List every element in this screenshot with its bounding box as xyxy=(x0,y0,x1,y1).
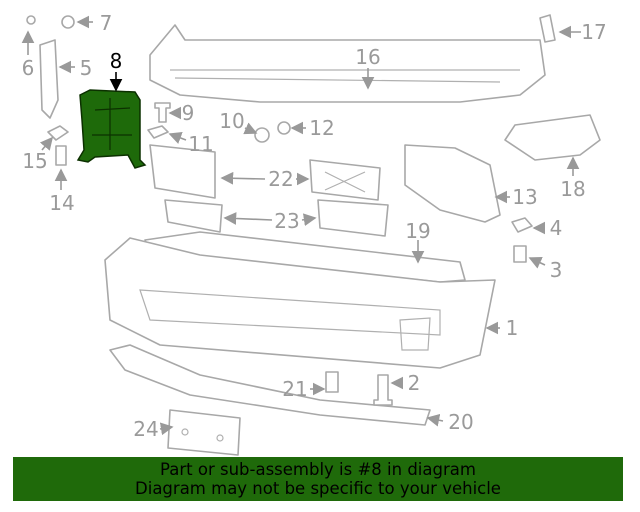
part-1-bumper[interactable] xyxy=(104,237,496,369)
part-3[interactable] xyxy=(513,245,527,263)
callout-18[interactable]: 18 xyxy=(560,177,585,201)
callout-7[interactable]: 7 xyxy=(100,11,113,35)
leader-arrows xyxy=(21,15,581,436)
part-24-plate-bracket[interactable] xyxy=(167,409,241,456)
part-17[interactable] xyxy=(539,14,556,43)
part-18[interactable] xyxy=(504,114,601,161)
part-7[interactable] xyxy=(61,15,75,29)
callout-13[interactable]: 13 xyxy=(512,185,537,209)
callout-10[interactable]: 10 xyxy=(219,109,244,133)
part-10[interactable] xyxy=(254,127,270,143)
callout-21[interactable]: 21 xyxy=(282,377,307,401)
callout-11[interactable]: 11 xyxy=(188,132,213,156)
part-8-bracket-highlighted[interactable] xyxy=(76,89,147,169)
part-23-left[interactable] xyxy=(164,199,223,233)
callout-14[interactable]: 14 xyxy=(49,191,74,215)
part-11[interactable] xyxy=(147,125,169,139)
callout-3[interactable]: 3 xyxy=(550,258,563,282)
part-22-left[interactable] xyxy=(149,144,216,199)
part-21[interactable] xyxy=(325,371,339,393)
banner-line-disclaimer: Diagram may not be specific to your vehi… xyxy=(135,479,501,498)
callout-2[interactable]: 2 xyxy=(408,371,421,395)
part-9[interactable] xyxy=(154,102,171,123)
callout-4[interactable]: 4 xyxy=(550,216,563,240)
callout-6[interactable]: 6 xyxy=(22,56,35,80)
callout-24[interactable]: 24 xyxy=(133,417,158,441)
callout-19[interactable]: 19 xyxy=(405,219,430,243)
part-15[interactable] xyxy=(47,125,69,141)
part-12[interactable] xyxy=(277,121,291,135)
callout-16[interactable]: 16 xyxy=(355,45,380,69)
callout-5[interactable]: 5 xyxy=(80,56,93,80)
part-4[interactable] xyxy=(511,217,533,233)
part-5[interactable] xyxy=(39,39,59,119)
callout-9[interactable]: 9 xyxy=(182,101,195,125)
callout-17[interactable]: 17 xyxy=(581,20,606,44)
part-16-upper-cover[interactable] xyxy=(149,24,546,103)
part-22-right[interactable] xyxy=(309,159,381,201)
part-14[interactable] xyxy=(55,145,67,166)
callout-12[interactable]: 12 xyxy=(309,116,334,140)
callout-1[interactable]: 1 xyxy=(506,316,519,340)
callout-8-selected[interactable]: 8 xyxy=(110,49,123,73)
part-info-banner: Part or sub-assembly is #8 in diagram Di… xyxy=(13,457,623,501)
part-23-right[interactable] xyxy=(317,199,389,237)
callout-15[interactable]: 15 xyxy=(22,149,47,173)
callout-22[interactable]: 22 xyxy=(268,167,293,191)
part-2[interactable] xyxy=(373,374,393,406)
callout-20[interactable]: 20 xyxy=(448,410,473,434)
callout-23[interactable]: 23 xyxy=(274,209,299,233)
part-13[interactable] xyxy=(404,144,501,223)
banner-line-part: Part or sub-assembly is #8 in diagram xyxy=(160,460,476,479)
